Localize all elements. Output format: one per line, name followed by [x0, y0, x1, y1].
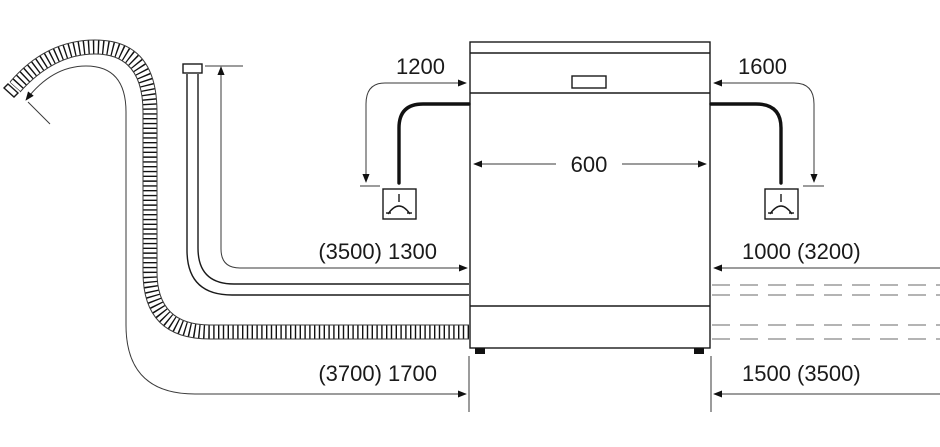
- right-foot: [694, 348, 704, 354]
- left-socket-icon: [382, 188, 417, 220]
- inlet-hose-group: (3500) 1300: [182, 63, 469, 296]
- left-power-cable: [397, 102, 471, 185]
- tap-connector: [182, 63, 203, 74]
- width-label: 600: [571, 152, 608, 177]
- width-dimension: 600: [473, 152, 707, 177]
- right-bottom-label: 1500 (3500): [742, 361, 861, 386]
- left-power-cable-group: 1200: [360, 54, 471, 220]
- right-top-label: 1600: [738, 54, 787, 79]
- left-foot: [475, 348, 485, 354]
- left-bottom-label: (3700) 1700: [318, 361, 437, 386]
- control-panel-display: [571, 75, 607, 89]
- right-mid-label: 1000 (3200): [742, 239, 861, 264]
- left-top-label: 1200: [396, 54, 445, 79]
- right-mid-dimension: 1000 (3200): [713, 239, 940, 272]
- left-mid-label: (3500) 1300: [318, 239, 437, 264]
- right-bottom-dimension: 1500 (3500): [713, 361, 940, 398]
- drain-hose-end: [2, 83, 20, 98]
- dishwasher-appliance: [469, 41, 711, 354]
- right-power-cable: [709, 102, 783, 185]
- appliance-outline: [469, 41, 711, 349]
- right-socket-icon: [764, 188, 799, 220]
- drain-hose-group: (3700) 1700: [2, 39, 469, 398]
- right-power-cable-group: 1600: [709, 54, 824, 220]
- right-hose-routes: [712, 284, 940, 340]
